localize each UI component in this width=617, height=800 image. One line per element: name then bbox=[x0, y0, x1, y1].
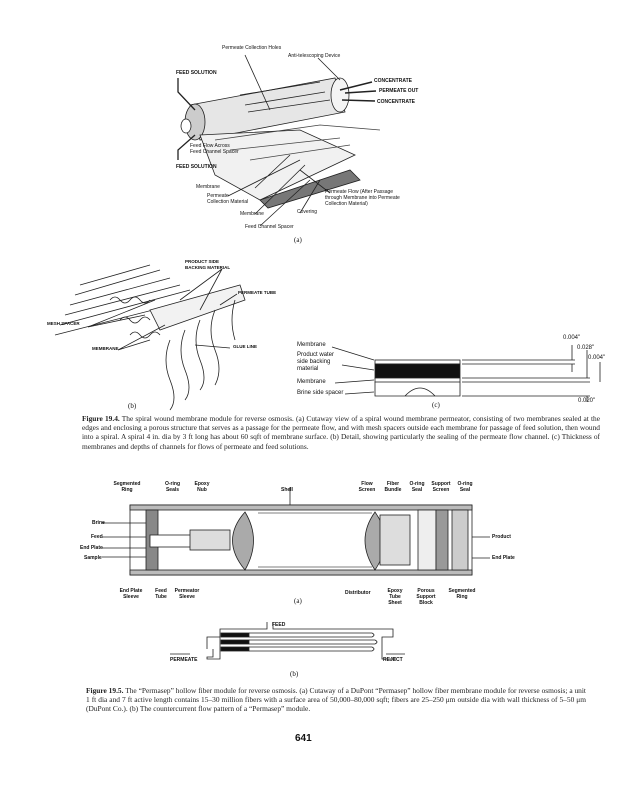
label-membrane-bottom: Membrane bbox=[297, 379, 326, 385]
text: through Membrane into Permeate bbox=[325, 195, 400, 201]
label-epoxy-tube-sheet: Epoxy Tube Sheet bbox=[387, 588, 403, 606]
label-membrane-1: Membrane bbox=[196, 184, 220, 190]
figure-19-4-caption: Figure 19.4. The spiral wound membrane m… bbox=[82, 414, 600, 451]
thickness-diagram bbox=[331, 345, 601, 402]
label-concentrate-bottom: CONCENTRATE bbox=[377, 99, 415, 105]
page-number: 641 bbox=[295, 733, 312, 744]
caption-lead: Figure 19.5. bbox=[86, 686, 124, 695]
subfigure-label-c: (c) bbox=[432, 401, 440, 409]
label-epoxy-nub: Epoxy Nub bbox=[194, 481, 210, 493]
subfigure-label-a: (a) bbox=[294, 236, 302, 244]
spiral-detail-drawing bbox=[54, 264, 246, 411]
label-flow-screen: Flow Screen bbox=[358, 481, 376, 493]
label-permeate: PERMEATE bbox=[170, 657, 198, 663]
label-membrane: MEMBRANE bbox=[92, 346, 119, 351]
text: side backing bbox=[297, 359, 331, 365]
text: Collection Material) bbox=[325, 201, 368, 207]
caption-text: The spiral wound membrane module for rev… bbox=[82, 414, 601, 451]
label-brine-side-spacer: Brine side spacer bbox=[297, 390, 344, 396]
text: Collection Material bbox=[207, 199, 249, 205]
label-feed-flow: FEED bbox=[272, 622, 286, 628]
label-shell: Shell bbox=[281, 487, 293, 493]
label-feed-tube: Feed Tube bbox=[155, 588, 167, 600]
label-o-ring-seals: O-ring Seals bbox=[165, 481, 180, 493]
label-o-ring-seal-1: O-ring Seal bbox=[409, 481, 425, 493]
dimension-0.028: 0.028" bbox=[577, 345, 595, 351]
text: Feed Flow Across bbox=[190, 143, 230, 149]
label-membrane-2: Membrane bbox=[240, 211, 264, 217]
label-brine: Brine bbox=[92, 520, 105, 526]
label-permeate-collection-holes: Permeate Collection Holes bbox=[222, 45, 282, 51]
label-end-plate-sleeve: End Plate Sleeve bbox=[119, 588, 143, 600]
text: Permeate bbox=[207, 193, 229, 199]
label-membrane-top: Membrane bbox=[297, 342, 326, 348]
label-segmented-ring: Segmented Ring bbox=[113, 481, 141, 493]
label-anti-telescoping: Anti-telescoping Device bbox=[288, 53, 341, 59]
text: Feed Channel Spacer bbox=[190, 149, 239, 155]
label-permeate-out: PERMEATE OUT bbox=[379, 88, 419, 94]
label-support-screen: Support Screen bbox=[431, 481, 451, 493]
label-permeate-tube: PERMEATE TUBE bbox=[238, 290, 277, 295]
label-concentrate-top: CONCENTRATE bbox=[374, 78, 412, 84]
label-segmented-ring-right: Segmented Ring bbox=[448, 588, 476, 600]
figure-19-5-caption: Figure 19.5. The “Permasep” hollow fiber… bbox=[86, 686, 586, 714]
subfigure-label-b: (b) bbox=[128, 402, 137, 410]
subfigure-label-a: (a) bbox=[294, 597, 302, 605]
countercurrent-flow-drawing bbox=[170, 622, 405, 660]
label-end-plate-right: End Plate bbox=[492, 555, 515, 561]
label-porous-support-block: Porous Support Block bbox=[416, 588, 436, 606]
permasep-cutaway-drawing bbox=[102, 487, 490, 576]
spiral-module-drawing bbox=[177, 54, 381, 227]
label-feed-channel-spacer: Feed Channel Spacer bbox=[245, 224, 294, 230]
dimension-0.020: 0.020" bbox=[578, 398, 596, 404]
label-feed-solution-top: FEED SOLUTION bbox=[176, 70, 217, 76]
caption-text: The “Permasep” hollow fiber module for r… bbox=[86, 686, 586, 714]
label-fiber-bundle: Fiber Bundle bbox=[384, 481, 402, 493]
subfigure-label-b: (b) bbox=[290, 670, 299, 678]
text: Product water bbox=[297, 352, 335, 358]
dimension-0.004-bottom: 0.004" bbox=[588, 355, 606, 361]
label-sample: Sample bbox=[84, 555, 102, 561]
label-o-ring-seal-2: O-ring Seal bbox=[457, 481, 473, 493]
label-distributor: Distributor bbox=[345, 590, 371, 596]
text: BACKING MATERIAL bbox=[185, 265, 231, 270]
dimension-0.004-top: 0.004" bbox=[563, 335, 581, 341]
label-feed: Feed bbox=[91, 534, 103, 540]
label-glue-line: GLUE LINE bbox=[233, 344, 258, 349]
label-end-plate-left: End Plate bbox=[80, 545, 103, 551]
label-feed-solution-bottom: FEED SOLUTION bbox=[176, 164, 217, 170]
caption-lead: Figure 19.4. bbox=[82, 414, 120, 423]
label-permeator-sleeve: Permeator Sleeve bbox=[174, 588, 200, 600]
text: Permeate Flow (After Passage bbox=[325, 189, 394, 195]
label-covering: Covering bbox=[297, 209, 318, 215]
text: material bbox=[297, 366, 319, 372]
label-mesh-spacer: MESH SPACER bbox=[47, 321, 80, 326]
text: PRODUCT SIDE bbox=[185, 259, 220, 264]
label-reject: REJECT bbox=[383, 657, 403, 663]
label-product: Product bbox=[492, 534, 511, 540]
